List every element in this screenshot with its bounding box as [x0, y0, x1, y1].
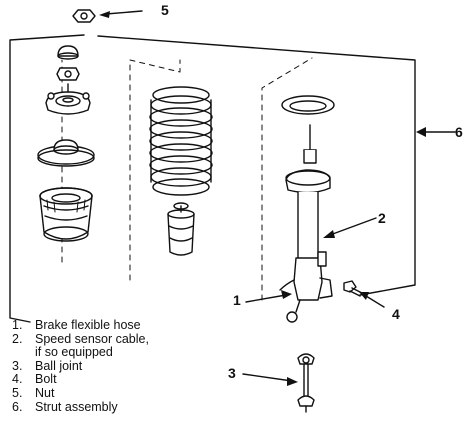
legend-item: 4. Bolt: [12, 373, 149, 387]
nut-part: [72, 9, 96, 23]
upper-mount: [45, 83, 91, 115]
spring-seat: [37, 139, 95, 167]
leader-2: [329, 217, 377, 236]
bump-stop: [167, 202, 195, 256]
legend-number: 2.: [12, 331, 23, 346]
insulator: [39, 187, 93, 242]
callout-6: 6: [455, 124, 463, 140]
ball-joint-link: [297, 353, 315, 413]
dust-cap: [57, 45, 79, 60]
legend-label: Brake flexible hose: [35, 318, 141, 332]
legend-number: 6.: [12, 399, 23, 414]
parts-legend: 1. Brake flexible hose 2. Speed sensor c…: [12, 318, 149, 415]
upper-ring: [281, 95, 335, 115]
legend-item: 3. Ball joint: [12, 358, 149, 374]
legend-item: if so equipped: [12, 346, 149, 360]
legend-number: [12, 346, 35, 360]
lock-nut: [56, 67, 80, 81]
leader-5: [105, 10, 143, 15]
legend-item: 2. Speed sensor cable,: [12, 331, 149, 347]
leader-4: [365, 295, 385, 308]
legend-item: 6. Strut assembly: [12, 399, 149, 415]
assembly-frame: [9, 34, 416, 323]
legend-item: 1. Brake flexible hose: [12, 318, 149, 333]
callout-1: 1: [233, 292, 241, 308]
legend-label: Ball joint: [35, 358, 83, 373]
legend-label: Nut: [35, 385, 55, 400]
leader-1: [245, 294, 287, 303]
legend-label: Bolt: [35, 372, 57, 387]
legend-label: if so equipped: [35, 345, 113, 360]
legend-label: Strut assembly: [35, 399, 118, 414]
coil-spring: [149, 86, 213, 196]
bolt-part: [343, 280, 363, 297]
leader-3: [242, 373, 293, 382]
legend-number: 3.: [12, 358, 23, 373]
callout-5: 5: [161, 2, 169, 18]
legend-item: 5. Nut: [12, 385, 149, 401]
callout-3: 3: [228, 365, 236, 381]
legend-label: Speed sensor cable,: [35, 331, 149, 346]
strut-body: [279, 124, 333, 323]
legend-number: 4.: [12, 372, 23, 387]
callout-2: 2: [378, 210, 386, 226]
callout-4: 4: [392, 306, 400, 322]
legend-number: 1.: [12, 318, 23, 332]
legend-number: 5.: [12, 385, 23, 400]
